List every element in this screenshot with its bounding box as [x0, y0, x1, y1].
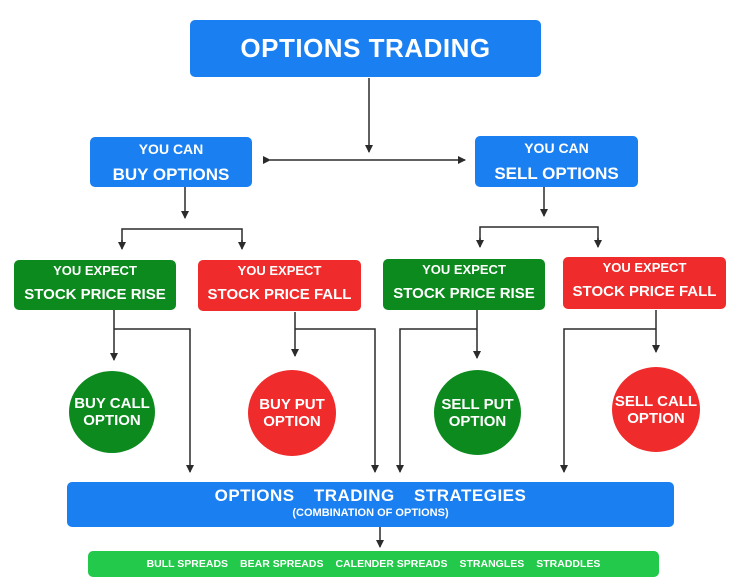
- expect-value: STOCK PRICE RISE: [393, 285, 535, 302]
- buy-call-option-circle: BUY CALL OPTION: [69, 371, 155, 453]
- outcome-line2: OPTION: [627, 409, 685, 427]
- outcome-line1: SELL CALL: [614, 392, 698, 410]
- sell-options-line1: YOU CAN: [524, 140, 589, 156]
- expect-fall-box-buy: YOU EXPECT STOCK PRICE FALL: [198, 260, 361, 311]
- outcome-line2: OPTION: [448, 412, 507, 430]
- strategy-item: STRANGLES: [459, 558, 525, 570]
- expect-label: YOU EXPECT: [53, 263, 137, 278]
- connector-buy-split: [121, 228, 243, 248]
- sell-options-line2: SELL OPTIONS: [494, 164, 619, 183]
- sell-put-option-circle: SELL PUT OPTION: [434, 370, 521, 455]
- expect-label: YOU EXPECT: [602, 260, 687, 275]
- expect-fall-box-sell: YOU EXPECT STOCK PRICE FALL: [563, 257, 726, 309]
- strategy-item: STRADDLES: [536, 558, 601, 570]
- buy-options-line1: YOU CAN: [138, 141, 204, 157]
- expect-rise-box-sell: YOU EXPECT STOCK PRICE RISE: [383, 259, 545, 310]
- outcome-line1: BUY CALL: [74, 395, 150, 412]
- options-trading-strategies-box: OPTIONS TRADING STRATEGIES (COMBINATION …: [67, 482, 674, 527]
- outcome-line1: BUY PUT: [259, 396, 325, 413]
- strategy-item: BULL SPREADS: [146, 558, 229, 570]
- outcome-line1: SELL PUT: [441, 395, 514, 413]
- expect-rise-box-buy: YOU EXPECT STOCK PRICE RISE: [14, 260, 176, 310]
- strategies-title: OPTIONS TRADING STRATEGIES: [214, 486, 527, 505]
- buy-options-line2: BUY OPTIONS: [112, 165, 230, 184]
- outcome-line2: OPTION: [83, 412, 141, 429]
- strategy-item: CALENDER SPREADS: [335, 558, 448, 570]
- sell-options-box: YOU CAN SELL OPTIONS: [475, 136, 638, 187]
- sell-call-option-circle: SELL CALL OPTION: [612, 367, 700, 452]
- strategies-subtitle: (COMBINATION OF OPTIONS): [292, 507, 449, 519]
- outcome-line2: OPTION: [263, 413, 321, 430]
- expect-value: STOCK PRICE FALL: [207, 286, 352, 303]
- expect-label: YOU EXPECT: [237, 263, 322, 278]
- buy-put-option-circle: BUY PUT OPTION: [248, 370, 336, 456]
- strategies-list: BULL SPREADS BEAR SPREADS CALENDER SPREA…: [88, 551, 659, 577]
- connector-sell-split: [479, 226, 599, 246]
- expect-value: STOCK PRICE RISE: [24, 286, 166, 303]
- expect-value: STOCK PRICE FALL: [572, 283, 717, 300]
- options-trading-title: OPTIONS TRADING: [190, 20, 541, 77]
- strategy-item: BEAR SPREADS: [240, 558, 324, 570]
- expect-label: YOU EXPECT: [422, 262, 506, 277]
- buy-options-box: YOU CAN BUY OPTIONS: [90, 137, 252, 187]
